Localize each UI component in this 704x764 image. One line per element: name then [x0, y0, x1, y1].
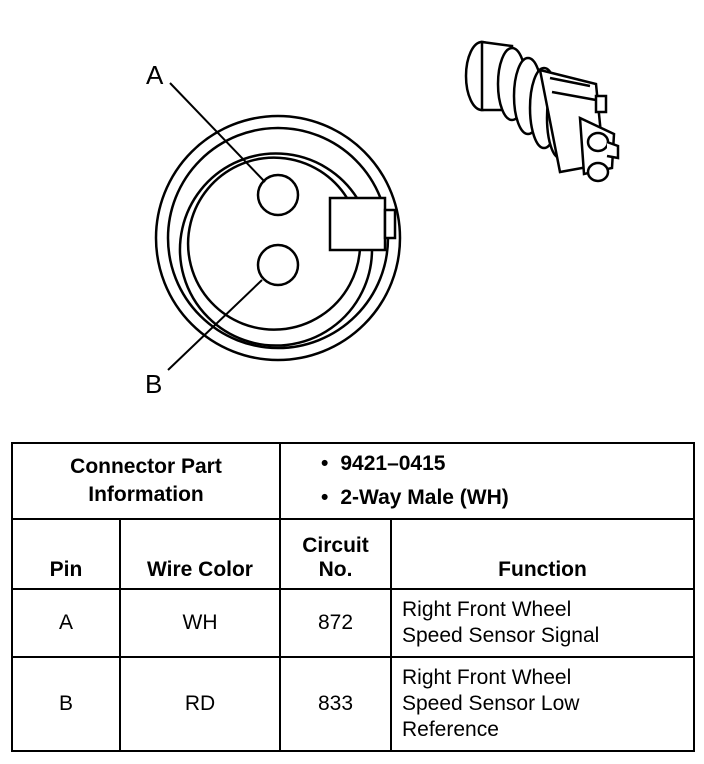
connector-latch: [383, 208, 397, 240]
connector-face-view: [154, 82, 402, 371]
row-b-wire-color: RD: [119, 656, 281, 752]
connector-side-latch: [594, 94, 608, 114]
row-a-function-line-1: Right Front Wheel: [402, 598, 572, 621]
pin-a-leader-line: [169, 82, 266, 183]
row-b-function: Right Front Wheel Speed Sensor Low Refer…: [389, 656, 696, 752]
row-b-circuit: 833: [279, 656, 392, 752]
part-info-row: Connector Part Information 9421–0415 2-W…: [11, 442, 696, 520]
connector-info-table: Connector Part Information 9421–0415 2-W…: [11, 442, 696, 752]
table-header-row: Pin Wire Color Circuit No. Function: [11, 518, 696, 590]
row-a-pin: A: [11, 588, 121, 658]
part-info-title: Connector Part Information: [11, 442, 281, 520]
part-info-title-line-1: Connector Part: [70, 455, 222, 478]
pin-a-hole: [256, 173, 300, 217]
row-a-wire-color: WH: [119, 588, 281, 658]
header-circuit-no: Circuit No.: [279, 518, 392, 590]
header-circuit-line-1: Circuit: [302, 534, 369, 557]
row-b-pin: B: [11, 656, 121, 752]
connector-diagram: A B: [145, 40, 620, 399]
part-info-list: 9421–0415 2-Way Male (WH): [281, 447, 693, 515]
row-b-function-line-3: Reference: [402, 718, 499, 741]
row-b-function-line-1: Right Front Wheel: [402, 666, 572, 689]
connector-outer-ring: [154, 114, 402, 362]
connector-inner-wall: [186, 156, 362, 331]
connector-key-notch: [328, 196, 387, 252]
header-wire-color: Wire Color: [119, 518, 281, 590]
side-pin-1: [586, 131, 610, 153]
part-number: 9421–0415: [321, 447, 693, 481]
connector-side-view: [464, 40, 620, 183]
part-description: 2-Way Male (WH): [321, 481, 693, 515]
header-function: Function: [389, 518, 696, 590]
row-a-circuit: 872: [279, 588, 392, 658]
header-circuit-line-2: No.: [318, 558, 353, 581]
table-row: A WH 872 Right Front Wheel Speed Sensor …: [11, 588, 696, 658]
header-pin: Pin: [11, 518, 121, 590]
side-pin-2: [586, 161, 610, 183]
pin-a-label: A: [146, 60, 164, 90]
connector-inner-wall-2: [178, 152, 374, 347]
row-a-function: Right Front Wheel Speed Sensor Signal: [389, 588, 696, 658]
table-row: B RD 833 Right Front Wheel Speed Sensor …: [11, 656, 696, 752]
pin-b-leader-line: [167, 279, 263, 371]
pin-b-hole: [256, 243, 300, 287]
row-b-function-line-2: Speed Sensor Low: [402, 692, 580, 715]
pin-b-label: B: [145, 369, 162, 399]
part-info-title-line-2: Information: [88, 483, 204, 506]
part-info-list-cell: 9421–0415 2-Way Male (WH): [278, 442, 696, 520]
row-a-function-line-2: Speed Sensor Signal: [402, 624, 600, 647]
